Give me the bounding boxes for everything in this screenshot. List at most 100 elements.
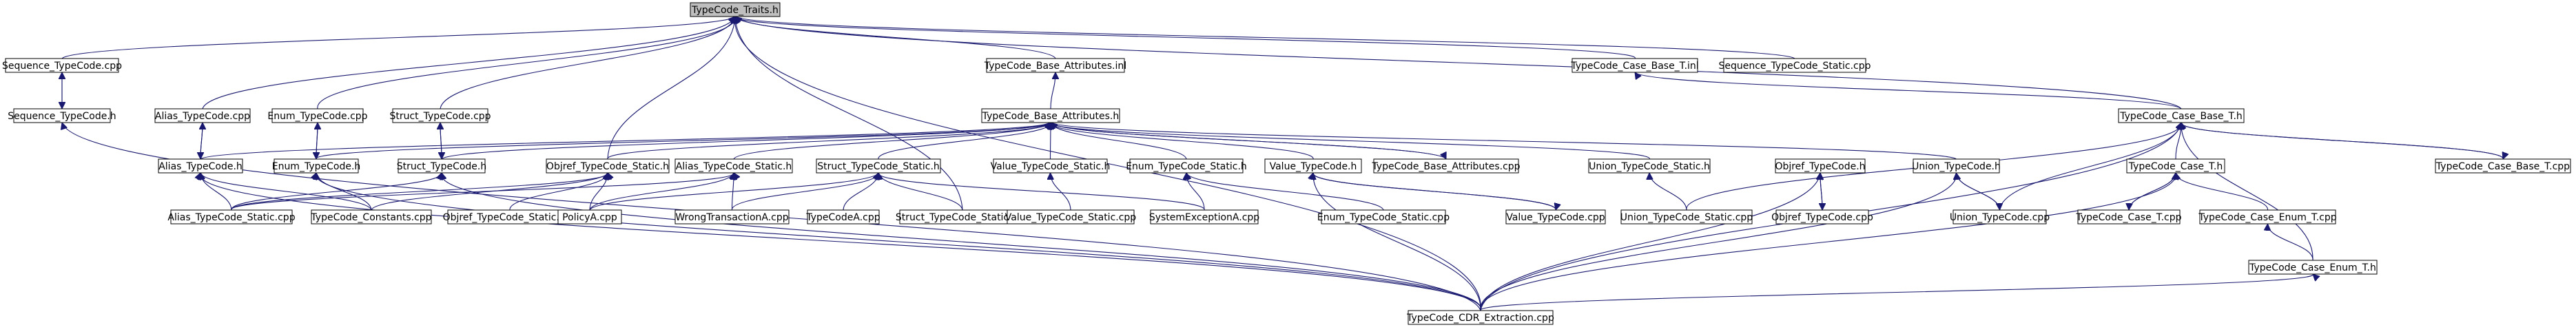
node-seqstaticcpp[interactable]: Sequence_TypeCode_Static.cpp (1718, 58, 1871, 73)
node-box (1572, 58, 1698, 73)
edge-valueh-to-valuecpp (1312, 172, 1556, 210)
edge-policyacpp-to-aliasstatich (589, 173, 734, 211)
node-box (392, 108, 488, 123)
node-policyacpp[interactable]: PolicyA.cpp (557, 209, 622, 225)
edge-aliash-to-attrh (200, 123, 1051, 160)
node-valuestatich[interactable]: Value_TypeCode_Static.h (991, 158, 1111, 174)
node-wrongtxcpp[interactable]: WrongTransactionA.cpp (674, 209, 790, 225)
node-box (674, 209, 790, 225)
edge-attrh-to-attrinl (1050, 72, 1055, 109)
edge-casebaseinl-to-traits (735, 17, 1636, 59)
edge-aliascpp-to-traits (202, 17, 735, 109)
node-attrinl[interactable]: TypeCode_Base_Attributes.inl (984, 58, 1126, 73)
edge-structstatich-to-attrh (878, 123, 1051, 160)
node-label: Struct_TypeCode_Static.h (817, 161, 940, 172)
node-enumh[interactable]: Enum_TypeCode.h (272, 158, 361, 174)
node-seqcpp[interactable]: Sequence_TypeCode.cpp (2, 58, 122, 73)
edge-policyacpp-to-structstatich (589, 173, 878, 211)
node-box (1321, 209, 1446, 225)
node-label: Struct_TypeCode.h (397, 161, 487, 172)
node-objrefh[interactable]: Objref_TypeCode.h (1775, 158, 1866, 174)
node-label: TypeCode_Case_T.cpp (2075, 212, 2181, 223)
node-label: TypeCode_Case_Base_T.h (2119, 111, 2243, 122)
node-aliascpp[interactable]: Alias_TypeCode.cpp (154, 108, 251, 123)
node-structstaticcpp[interactable]: Struct_TypeCode_Static.cpp (896, 209, 1029, 225)
node-unionstaticcpp[interactable]: Union_TypeCode_Static.cpp (1620, 209, 1753, 225)
node-casetcpp[interactable]: TypeCode_Case_T.cpp (2075, 209, 2182, 225)
node-attrcpp[interactable]: TypeCode_Base_Attributes.cpp (1371, 158, 1521, 174)
node-label: TypeCode_Base_Attributes.inl (984, 61, 1126, 72)
node-label: TypeCode_Base_Attributes.cpp (1371, 161, 1520, 172)
node-enumstaticcpp[interactable]: Enum_TypeCode_Static.cpp (1317, 209, 1450, 225)
node-box (13, 108, 111, 123)
edge-aliasstaticcpp-to-objrefstatich (231, 173, 608, 211)
node-valuecpp[interactable]: Value_TypeCode.cpp (1505, 209, 1606, 225)
node-label: Enum_TypeCode.cpp (267, 111, 367, 122)
node-sysexccpp[interactable]: SystemExceptionA.cpp (1149, 209, 1259, 225)
edge-objrefstaticcpp-to-objrefstatich (509, 173, 608, 211)
node-casebasecpp[interactable]: TypeCode_Case_Base_T.cpp (2435, 158, 2571, 174)
node-enumstatich[interactable]: Enum_TypeCode_Static.h (1126, 158, 1247, 174)
node-cdrcpp[interactable]: TypeCode_CDR_Extraction.cpp (1406, 310, 1554, 325)
edge-objrefstatich-to-traits (607, 17, 735, 160)
node-box (546, 158, 670, 174)
node-unionstatich[interactable]: Union_TypeCode_Static.h (1588, 158, 1711, 174)
edge-cdrcpp-to-aliash (200, 173, 1481, 311)
node-aliasstaticcpp[interactable]: Alias_TypeCode_Static.cpp (167, 209, 296, 225)
node-structcpp[interactable]: Struct_TypeCode.cpp (389, 108, 491, 123)
node-label: Value_TypeCode.h (1270, 161, 1357, 172)
node-unioncpp[interactable]: Union_TypeCode.cpp (1950, 209, 2050, 225)
node-structstatich[interactable]: Struct_TypeCode_Static.h (816, 158, 941, 174)
node-valueh[interactable]: Value_TypeCode.h (1264, 158, 1362, 174)
node-unionh[interactable]: Union_TypeCode.h (1912, 158, 2001, 174)
node-box (2077, 209, 2181, 225)
node-valuestaticcpp[interactable]: Value_TypeCode_Static.cpp (1005, 209, 1137, 225)
node-constantscpp[interactable]: TypeCode_Constants.cpp (310, 209, 432, 225)
edge-casebaseh-to-casebaseinl (1635, 72, 2182, 109)
node-traits[interactable]: TypeCode_Traits.h (690, 2, 781, 17)
node-box (271, 108, 364, 123)
edge-unionstatich-to-attrh (1051, 123, 1650, 160)
node-label: TypeCode_Base_Attributes.h (982, 111, 1120, 122)
node-label: Value_TypeCode_Static.cpp (1005, 212, 1137, 223)
node-box (1588, 158, 1711, 174)
node-label: TypeCode_Case_Enum_T.h (2249, 262, 2376, 273)
node-label: Alias_TypeCode.h (158, 161, 243, 172)
node-label: TypeCode_CDR_Extraction.cpp (1406, 313, 1554, 324)
edge-objrefh-to-objrefcpp (1820, 172, 1822, 210)
node-label: SystemExceptionA.cpp (1149, 212, 1259, 223)
node-structh[interactable]: Struct_TypeCode.h (397, 158, 487, 174)
node-caseenumcpp[interactable]: TypeCode_Case_Enum_T.cpp (2198, 209, 2337, 225)
node-box (2199, 209, 2336, 225)
node-label: TypeCode_Constants.cpp (310, 212, 431, 223)
node-label: PolicyA.cpp (562, 212, 617, 223)
node-objrefstatich[interactable]: Objref_TypeCode_Static.h (546, 158, 670, 174)
node-objrefstaticcpp[interactable]: Objref_TypeCode_Static.cpp (443, 209, 577, 225)
node-caseenumh[interactable]: TypeCode_Case_Enum_T.h (2248, 260, 2378, 275)
node-attrh[interactable]: TypeCode_Base_Attributes.h (981, 108, 1120, 123)
node-typecodeacpp[interactable]: TypeCodeA.cpp (805, 209, 880, 225)
node-label: TypeCodeA.cpp (805, 212, 880, 223)
node-seqh[interactable]: Sequence_TypeCode.h (8, 108, 116, 123)
edge-cdrcpp-to-unionh (1480, 173, 1957, 311)
edge-casetbh-to-casetcpp (2129, 172, 2176, 210)
edge-cdrcpp-to-caseenumh (1480, 274, 2314, 311)
node-label: WrongTransactionA.cpp (675, 212, 788, 223)
edge-unionh-to-unioncpp (1955, 172, 2000, 210)
node-label: Union_TypeCode_Static.cpp (1620, 212, 1753, 223)
node-aliasstatich[interactable]: Alias_TypeCode_Static.h (674, 158, 793, 174)
node-enumcpp[interactable]: Enum_TypeCode.cpp (267, 108, 368, 123)
edge-caseenumh-to-caseenumcpp (2267, 224, 2314, 261)
node-aliash[interactable]: Alias_TypeCode.h (158, 158, 243, 174)
node-objrefcpp[interactable]: Objref_TypeCode.cpp (1771, 209, 1873, 225)
node-box (2126, 158, 2225, 174)
edge-enumh-to-attrh (316, 123, 1051, 160)
edge-caseenumh-to-casebaseh (2181, 123, 2314, 261)
node-casebaseinl[interactable]: TypeCode_Case_Base_T.inl (1570, 58, 1699, 73)
node-label: Objref_TypeCode.h (1775, 161, 1865, 172)
node-casetbh[interactable]: TypeCode_Case_T.h (2126, 158, 2225, 174)
edge-aliasstatich-to-attrh (733, 123, 1051, 160)
node-label: Enum_TypeCode_Static.cpp (1317, 212, 1450, 223)
node-casebaseh[interactable]: TypeCode_Case_Base_T.h (2118, 108, 2245, 123)
node-box (158, 158, 243, 174)
